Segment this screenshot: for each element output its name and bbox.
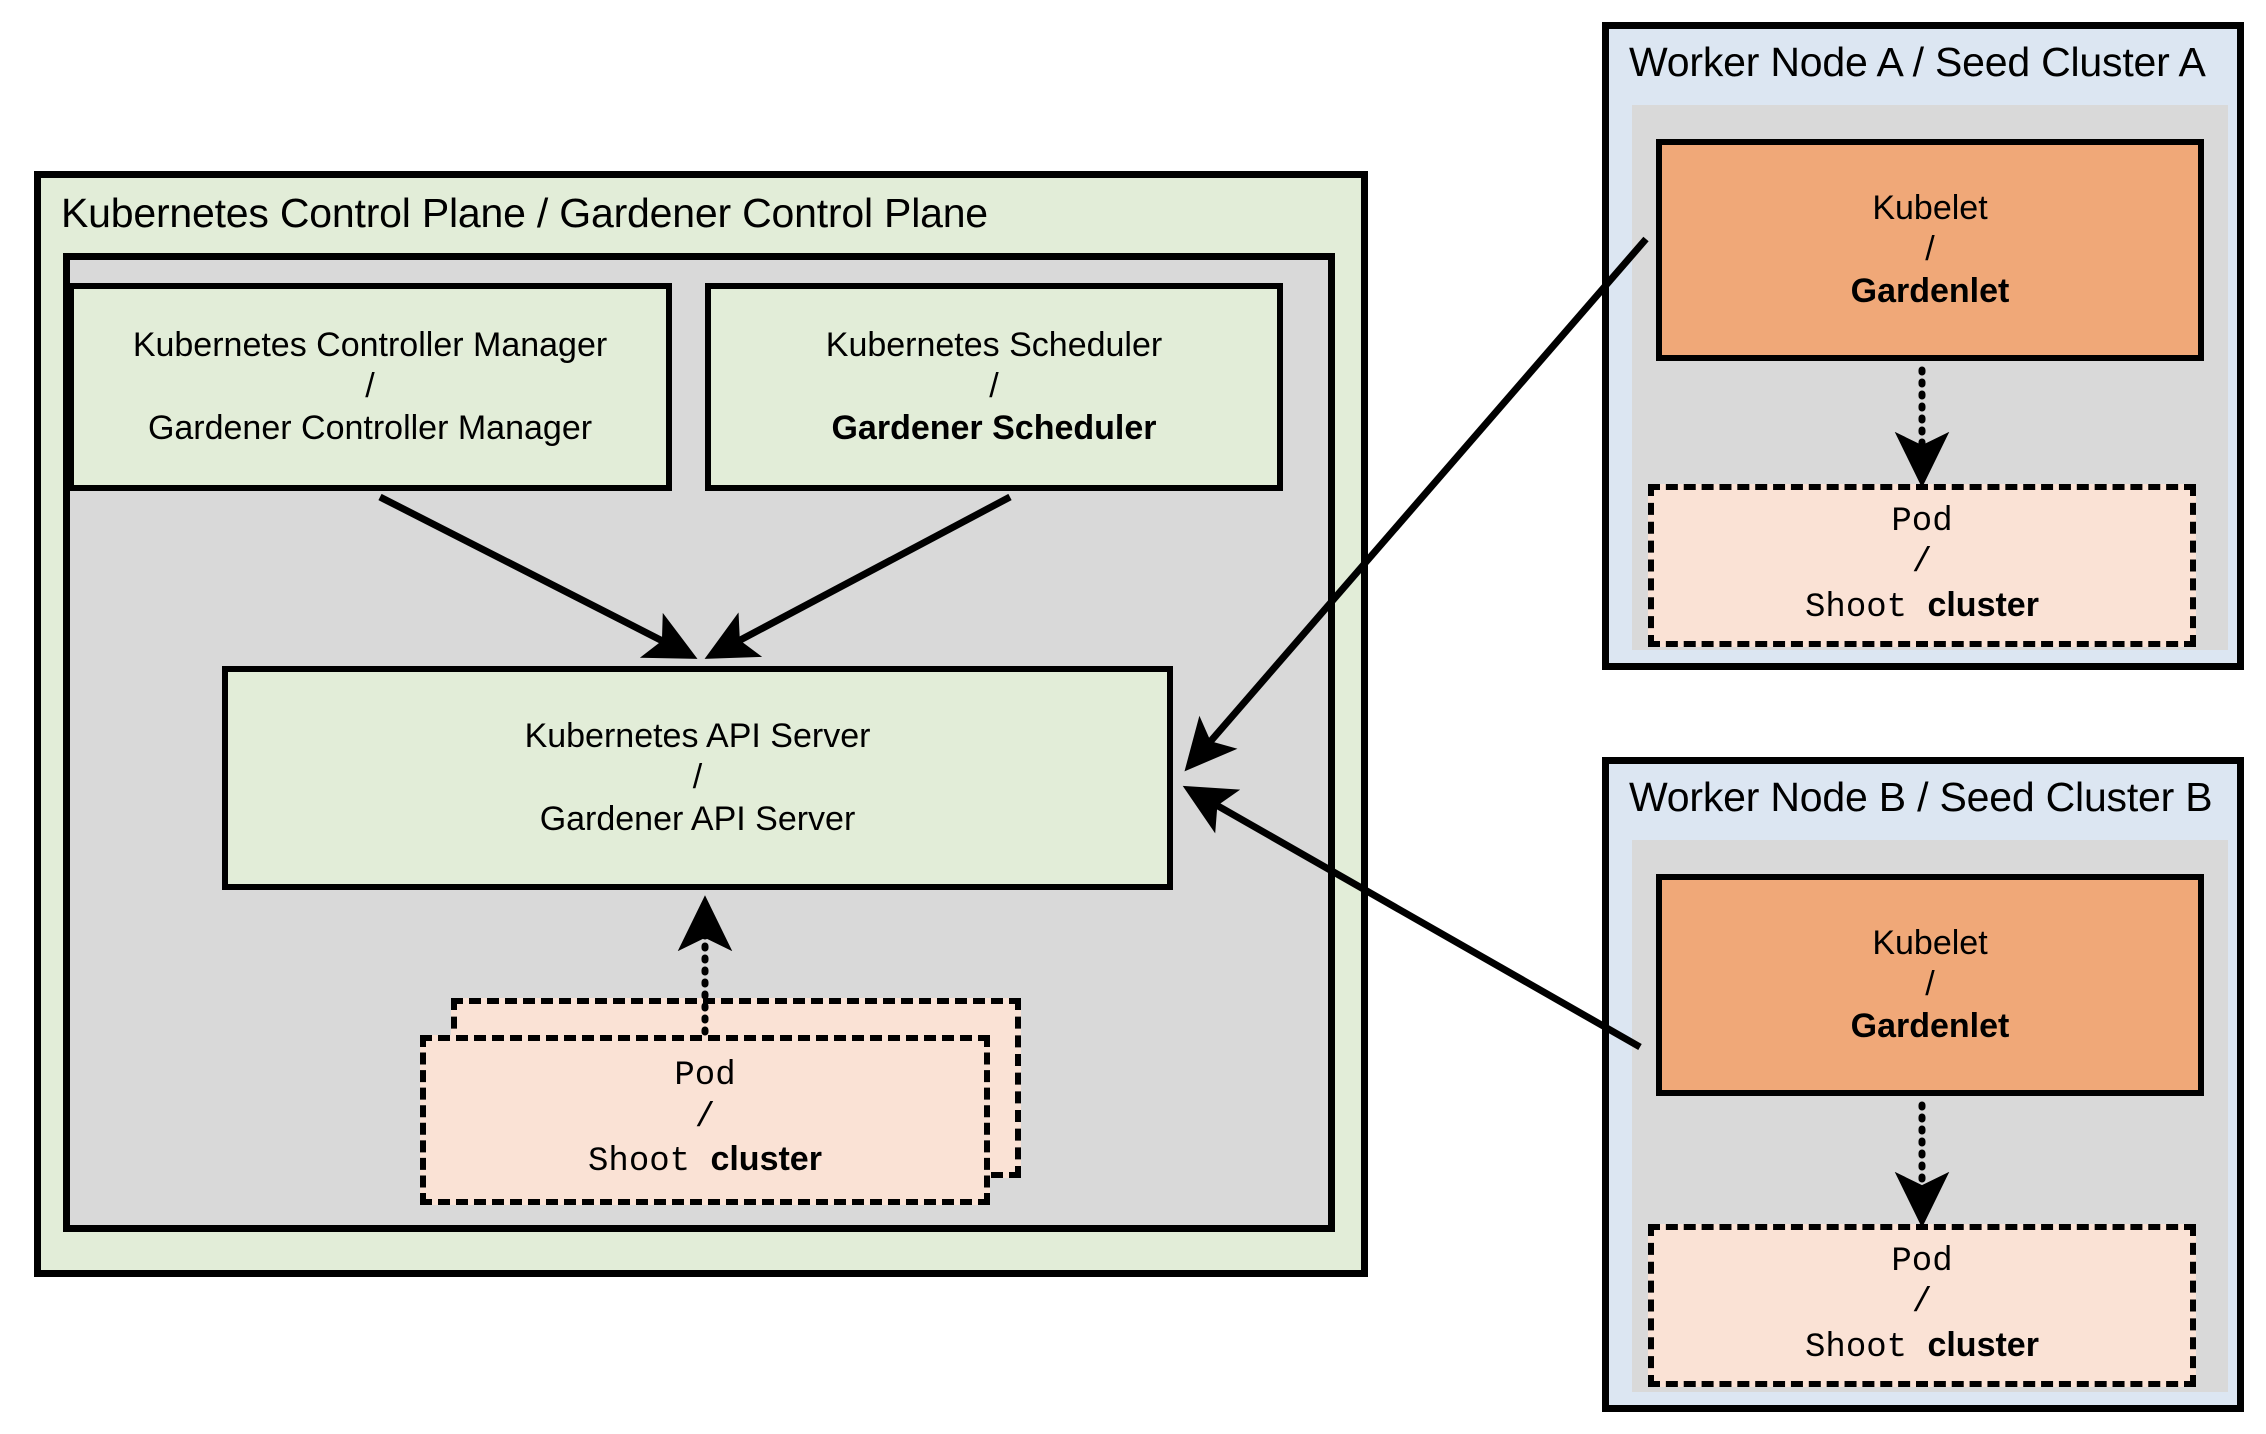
- control-plane-pod-line2-bold: cluster: [710, 1140, 822, 1179]
- control-plane-pod-separator: /: [694, 1098, 716, 1137]
- worker-node-a-pod-box[interactable]: Pod / Shoot cluster: [1648, 484, 2196, 647]
- worker-node-b-pod-line2-bold: cluster: [1927, 1325, 2039, 1364]
- api-server-line1: Kubernetes API Server: [524, 716, 871, 755]
- worker-node-b-pod-separator: /: [1911, 1284, 1933, 1323]
- worker-node-a-pod-line1: Pod: [1891, 502, 1953, 541]
- scheduler-box[interactable]: Kubernetes Scheduler / Gardener Schedule…: [705, 283, 1283, 491]
- controller-manager-box[interactable]: Kubernetes Controller Manager / Gardener…: [68, 283, 672, 491]
- worker-node-b-pod-line1: Pod: [1891, 1242, 1953, 1281]
- gardenlet-a-separator: /: [1925, 230, 1935, 269]
- controller-manager-separator: /: [365, 367, 375, 406]
- control-plane-pod-box[interactable]: Pod / Shoot cluster: [420, 1035, 990, 1205]
- worker-node-b-pod-box[interactable]: Pod / Shoot cluster: [1648, 1224, 2196, 1387]
- scheduler-line2: Gardener Scheduler: [831, 408, 1157, 447]
- scheduler-separator: /: [989, 367, 999, 406]
- api-server-box[interactable]: Kubernetes API Server / Gardener API Ser…: [222, 666, 1173, 890]
- gardenlet-b-box[interactable]: Kubelet / Gardenlet: [1656, 874, 2204, 1096]
- worker-node-a-pod-separator: /: [1911, 544, 1933, 583]
- controller-manager-line1: Kubernetes Controller Manager: [132, 325, 608, 364]
- worker-node-b-title: Worker Node B / Seed Cluster B: [1629, 774, 2213, 820]
- worker-node-a-pod-line2-bold: cluster: [1927, 585, 2039, 624]
- worker-node-a-title: Worker Node A / Seed Cluster A: [1629, 39, 2206, 85]
- gardenlet-b-line2: Gardenlet: [1850, 1006, 2010, 1045]
- gardenlet-a-line1: Kubelet: [1872, 188, 1988, 227]
- worker-node-a-pod-line2: Shoot cluster: [1805, 585, 2039, 629]
- gardenlet-b-separator: /: [1925, 965, 1935, 1004]
- gardenlet-a-box[interactable]: Kubelet / Gardenlet: [1656, 139, 2204, 361]
- control-plane-title: Kubernetes Control Plane / Gardener Cont…: [61, 190, 988, 236]
- gardenlet-b-line1: Kubelet: [1872, 923, 1988, 962]
- control-plane-pod-line2: Shoot cluster: [588, 1139, 822, 1183]
- control-plane-pod-line2-mono: Shoot: [588, 1143, 711, 1182]
- scheduler-line1: Kubernetes Scheduler: [825, 325, 1163, 364]
- worker-node-b-pod-line2: Shoot cluster: [1805, 1325, 2039, 1369]
- api-server-separator: /: [692, 758, 703, 797]
- worker-node-b-pod-line2-mono: Shoot: [1805, 1328, 1928, 1367]
- api-server-line2: Gardener API Server: [539, 799, 856, 838]
- gardenlet-a-line2: Gardenlet: [1850, 271, 2010, 310]
- control-plane-pod-line1: Pod: [674, 1057, 736, 1096]
- worker-node-a-pod-line2-mono: Shoot: [1805, 588, 1928, 627]
- controller-manager-line2: Gardener Controller Manager: [147, 408, 593, 447]
